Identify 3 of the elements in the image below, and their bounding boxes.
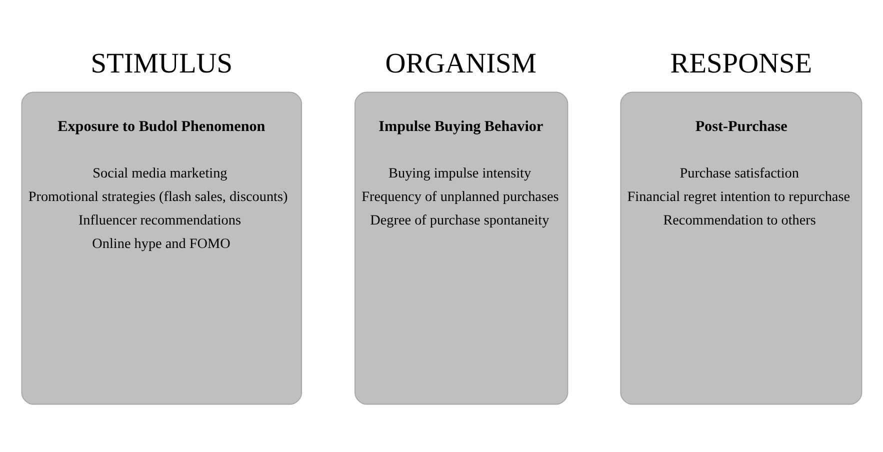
node-label: RESPONSE [670, 48, 812, 79]
node-label: ORGANISM [385, 48, 537, 79]
node-label: STIMULUS [90, 48, 233, 79]
